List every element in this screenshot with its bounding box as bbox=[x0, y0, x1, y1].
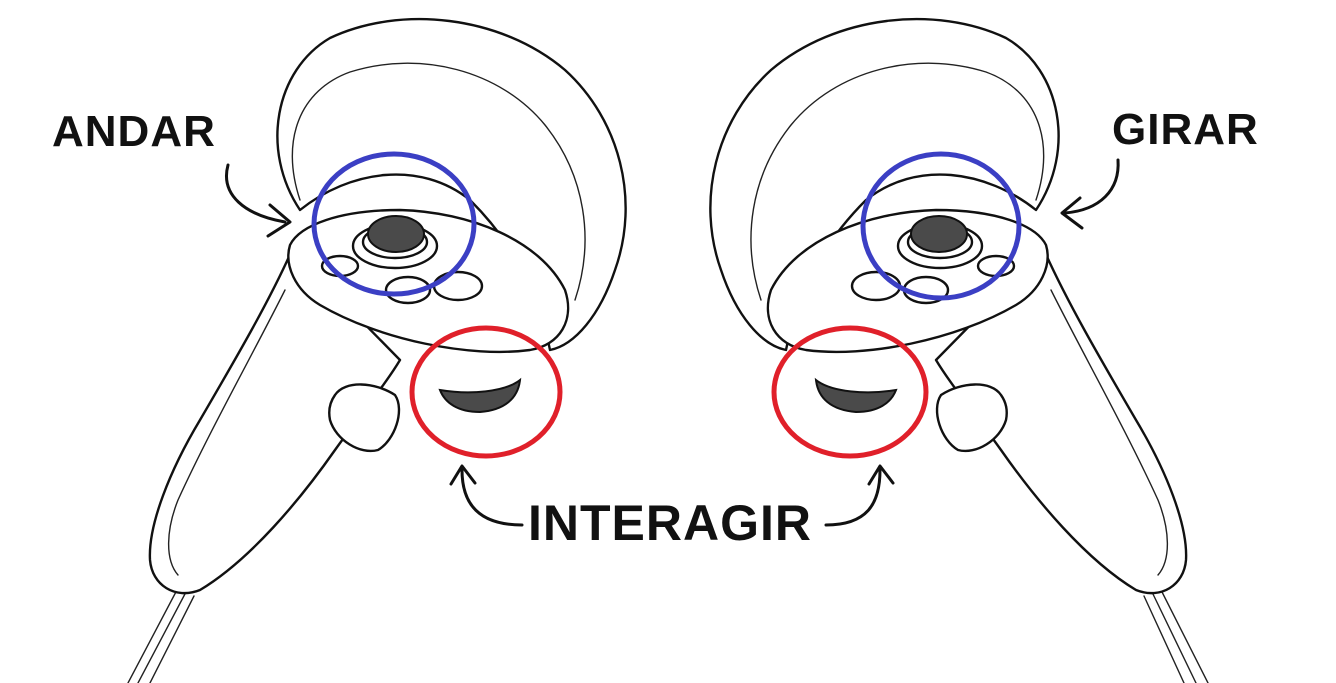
left-thumbstick bbox=[351, 215, 439, 270]
left-y-button bbox=[432, 270, 484, 302]
right-controller bbox=[709, 18, 1209, 683]
right-grip-button bbox=[935, 383, 1008, 453]
right-controller-cable bbox=[1143, 587, 1209, 683]
left-thumbstick-highlight bbox=[311, 151, 477, 297]
right-thumbstick bbox=[896, 215, 984, 270]
left-trigger-highlight bbox=[409, 325, 563, 459]
right-trigger bbox=[814, 377, 898, 414]
walk-arrow bbox=[225, 163, 292, 238]
left-x-button bbox=[384, 275, 432, 305]
left-controller bbox=[127, 18, 627, 683]
walk-label: ANDAR bbox=[52, 107, 216, 156]
interact-arrow-left bbox=[449, 464, 524, 527]
turn-arrow bbox=[1060, 158, 1120, 230]
right-controller-handle bbox=[934, 248, 1188, 595]
right-thumbstick-highlight bbox=[860, 151, 1022, 301]
left-controller-cable bbox=[127, 587, 195, 683]
left-trigger bbox=[438, 377, 522, 414]
right-b-button bbox=[850, 270, 902, 302]
turn-label: GIRAR bbox=[1112, 105, 1259, 154]
left-controller-handle bbox=[148, 248, 402, 595]
right-trigger-highlight bbox=[771, 325, 929, 459]
interact-label: INTERAGIR bbox=[528, 495, 812, 551]
interact-arrow-right bbox=[824, 464, 895, 527]
left-grip-button bbox=[328, 383, 401, 453]
